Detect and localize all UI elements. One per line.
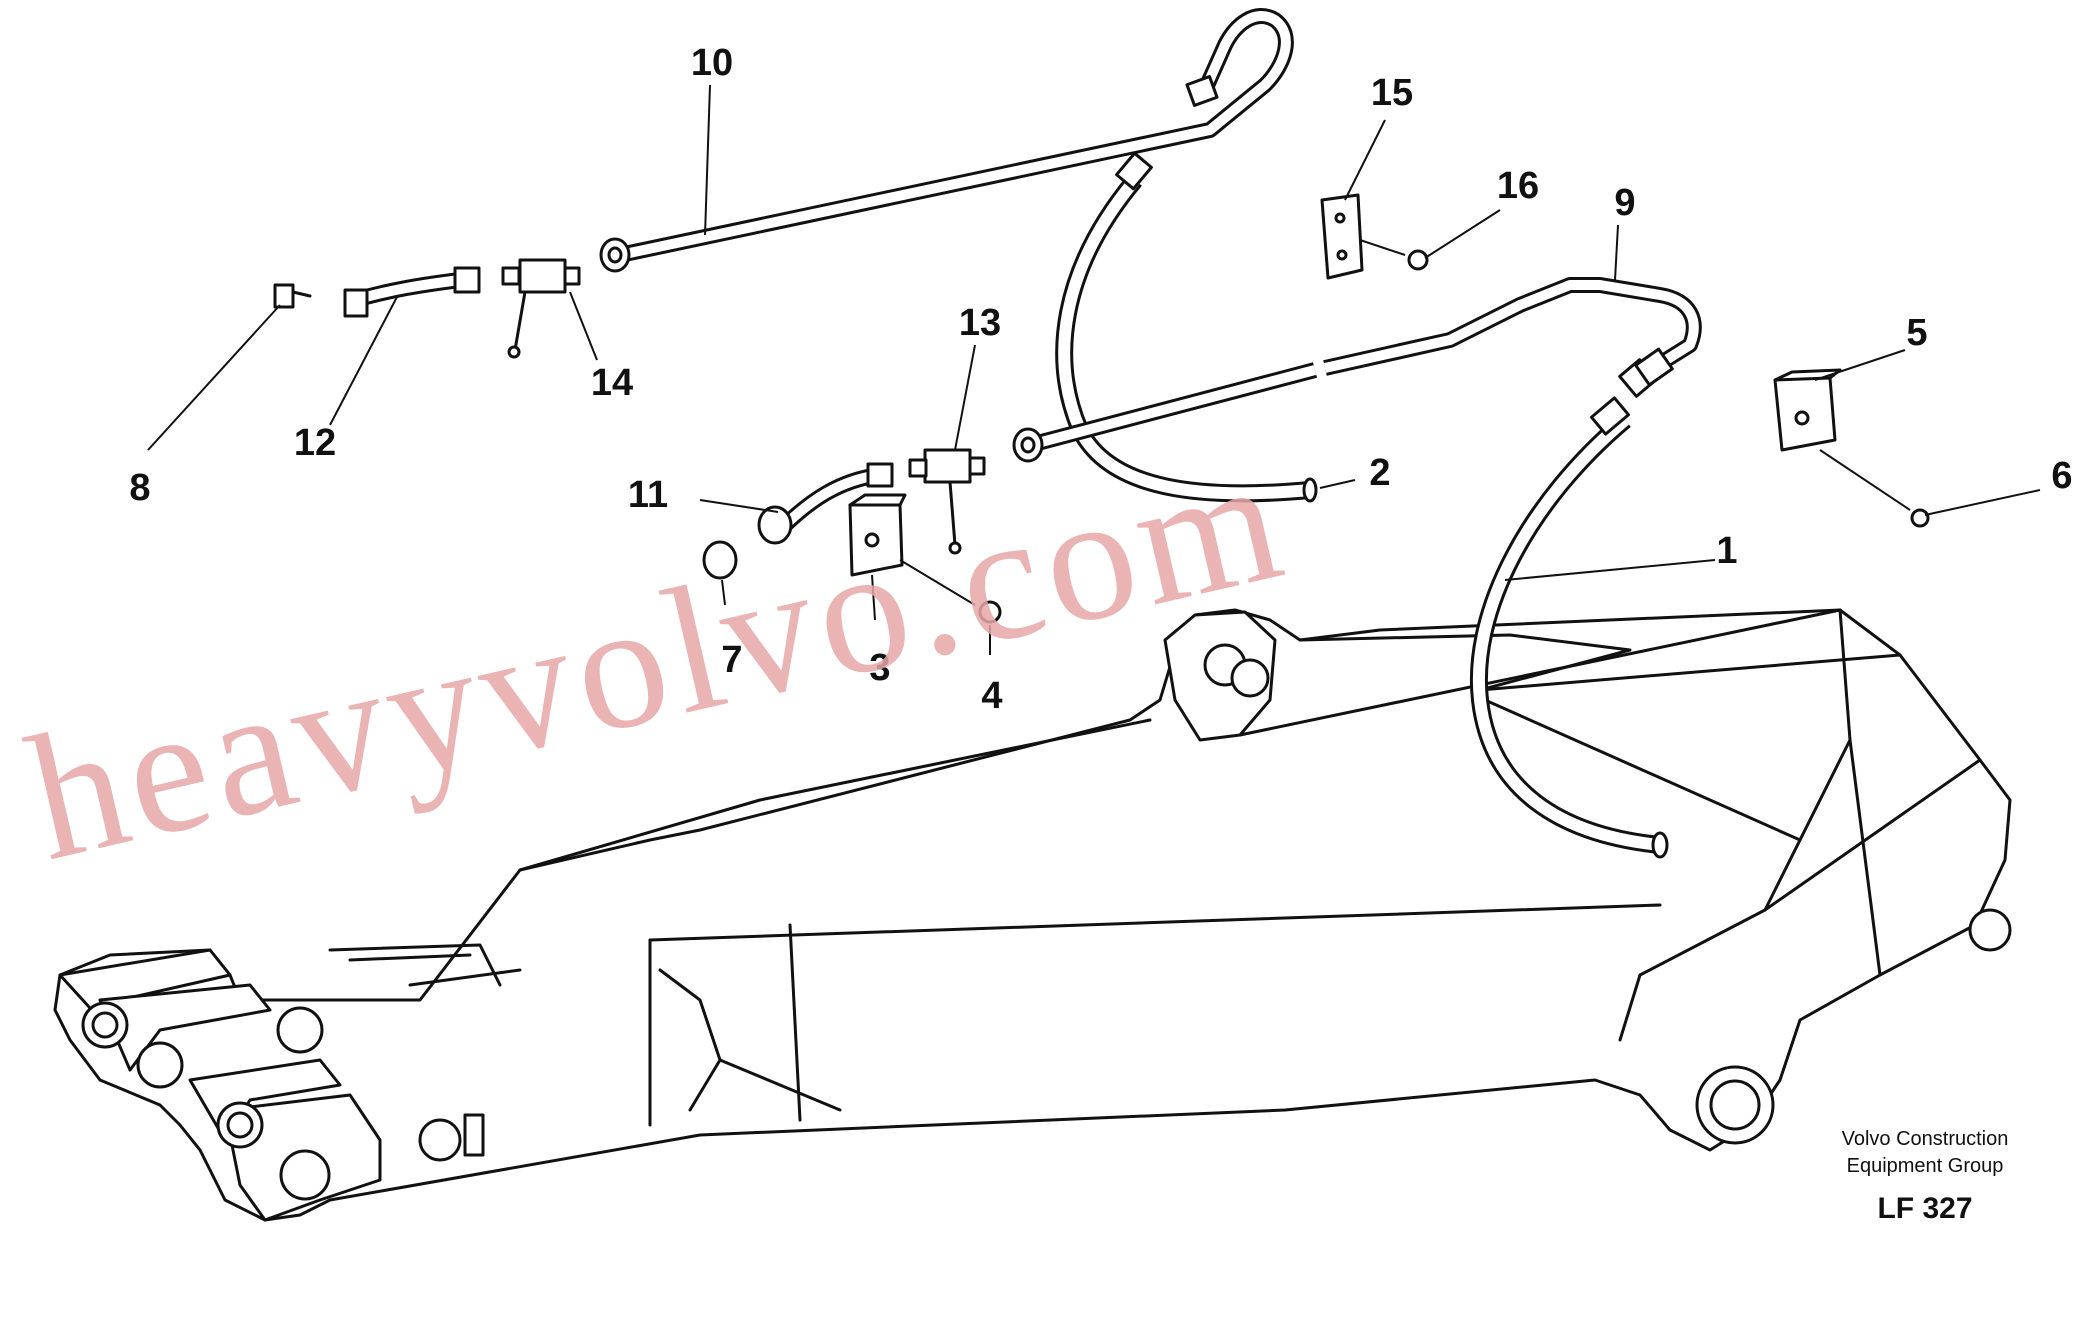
- clamp-3: [848, 493, 907, 577]
- callout-6: 6: [2051, 455, 2072, 497]
- callout-1: 1: [1716, 530, 1737, 572]
- pipe-10: [599, 8, 1294, 273]
- pipe-9: [1012, 277, 1702, 463]
- callout-14: 14: [591, 362, 633, 404]
- cap-8: [273, 283, 312, 309]
- callout-10: 10: [691, 42, 733, 84]
- callout-11: 11: [628, 474, 668, 516]
- callout-3: 3: [869, 647, 890, 689]
- hose-11: [757, 462, 894, 545]
- callout-7: 7: [721, 639, 742, 681]
- leader-lines: [147, 84, 2041, 655]
- credit-line-2: Equipment Group: [1847, 1155, 2004, 1177]
- callout-8: 8: [129, 467, 150, 509]
- callout-16: 16: [1497, 165, 1539, 207]
- callout-13: 13: [959, 302, 1001, 344]
- drawing-code: LF 327: [1877, 1192, 1972, 1225]
- callout-2: 2: [1369, 452, 1390, 494]
- screw-6: [1819, 449, 1930, 528]
- test-valve-14: [501, 258, 581, 359]
- callout-5: 5: [1906, 312, 1927, 354]
- clamp-5: [1773, 368, 1842, 452]
- test-valve-13: [908, 448, 986, 555]
- callout-15: 15: [1371, 72, 1413, 114]
- excavator-boom: [53, 608, 2012, 1222]
- screw-16: [1359, 239, 1429, 271]
- callouts: 10 15 16 9 13 5 14 12 2 6 8 11 1 7 3 4: [129, 42, 2072, 717]
- clamp-15: [1320, 193, 1364, 280]
- callout-9: 9: [1614, 182, 1635, 224]
- callout-4: 4: [981, 675, 1002, 717]
- cap-7: [702, 540, 738, 580]
- credit-line-1: Volvo Construction: [1842, 1128, 2009, 1150]
- hose-12: [343, 266, 481, 318]
- screw-4: [899, 559, 1002, 624]
- callout-12: 12: [294, 422, 336, 464]
